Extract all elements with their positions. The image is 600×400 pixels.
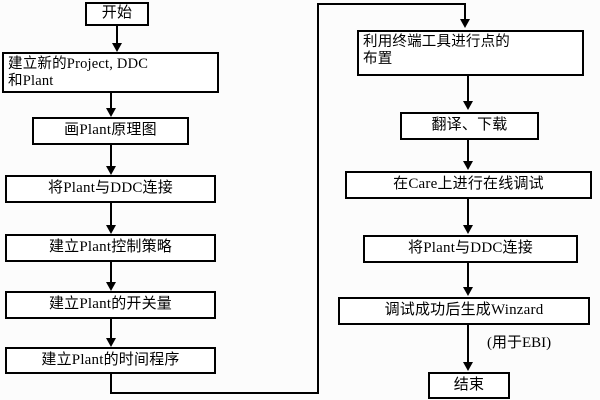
node-draw-plant[interactable]: 画Plant原理图 [32, 117, 189, 145]
connector-start-to-create-project [116, 26, 118, 45]
connector-connect-plant-ddc-2-to-generate-winzard [467, 263, 469, 288]
node-control-strategy[interactable]: 建立Plant控制策略 [5, 234, 216, 262]
connector-draw-plant-to-connect-plant-ddc [110, 145, 112, 167]
connector-wrap-up [317, 3, 319, 394]
connector-wrap-right [110, 392, 319, 394]
node-start[interactable]: 开始 [85, 2, 149, 26]
node-connect-plant-ddc[interactable]: 将Plant与DDC连接 [5, 175, 216, 203]
connector-care-online-debug-to-connect-plant-ddc-2 [467, 199, 469, 226]
node-terminal-points[interactable]: 利用终端工具进行点的 布置 [357, 30, 584, 76]
arrowhead-translate-download [463, 101, 473, 110]
connector-switch-quantity-to-time-program [110, 319, 112, 340]
arrowhead-control-strategy [106, 225, 116, 234]
arrowhead-time-program [106, 338, 116, 347]
connector-create-project-to-draw-plant [110, 93, 112, 109]
connector-control-strategy-to-switch-quantity [110, 262, 112, 284]
connector-wrap-down [110, 374, 112, 394]
arrowhead-generate-winzard [463, 287, 473, 296]
node-care-online-debug[interactable]: 在Care上进行在线调试 [345, 171, 592, 199]
node-create-project[interactable]: 建立新的Project, DDC 和Plant [2, 52, 219, 93]
connector-generate-winzard-to-end [467, 325, 469, 363]
arrowhead-connect-plant-ddc-2 [463, 225, 473, 234]
arrowhead-terminal-points [460, 19, 470, 28]
connector-translate-download-to-care-online-debug [467, 140, 469, 162]
node-generate-winzard[interactable]: 调试成功后生成Winzard [338, 297, 590, 325]
arrowhead-connect-plant-ddc [106, 166, 116, 175]
arrowhead-end [463, 362, 473, 371]
connector-wrap-top [317, 3, 465, 5]
arrowhead-care-online-debug [463, 161, 473, 170]
connector-terminal-points-to-translate-download [467, 76, 469, 102]
arrowhead-create-project [112, 43, 122, 52]
arrowhead-draw-plant [106, 108, 116, 117]
arrowhead-switch-quantity [106, 282, 116, 291]
annotation-ebi-note: (用于EBI) [487, 335, 552, 351]
connector-wrap-down-to-terminal [464, 3, 466, 20]
node-translate-download[interactable]: 翻译、下载 [400, 112, 539, 140]
node-time-program[interactable]: 建立Plant的时间程序 [5, 347, 216, 374]
node-switch-quantity[interactable]: 建立Plant的开关量 [5, 291, 216, 319]
connector-connect-plant-ddc-to-control-strategy [110, 203, 112, 226]
node-connect-plant-ddc-2[interactable]: 将Plant与DDC连接 [363, 235, 578, 263]
node-end[interactable]: 结束 [428, 372, 510, 399]
